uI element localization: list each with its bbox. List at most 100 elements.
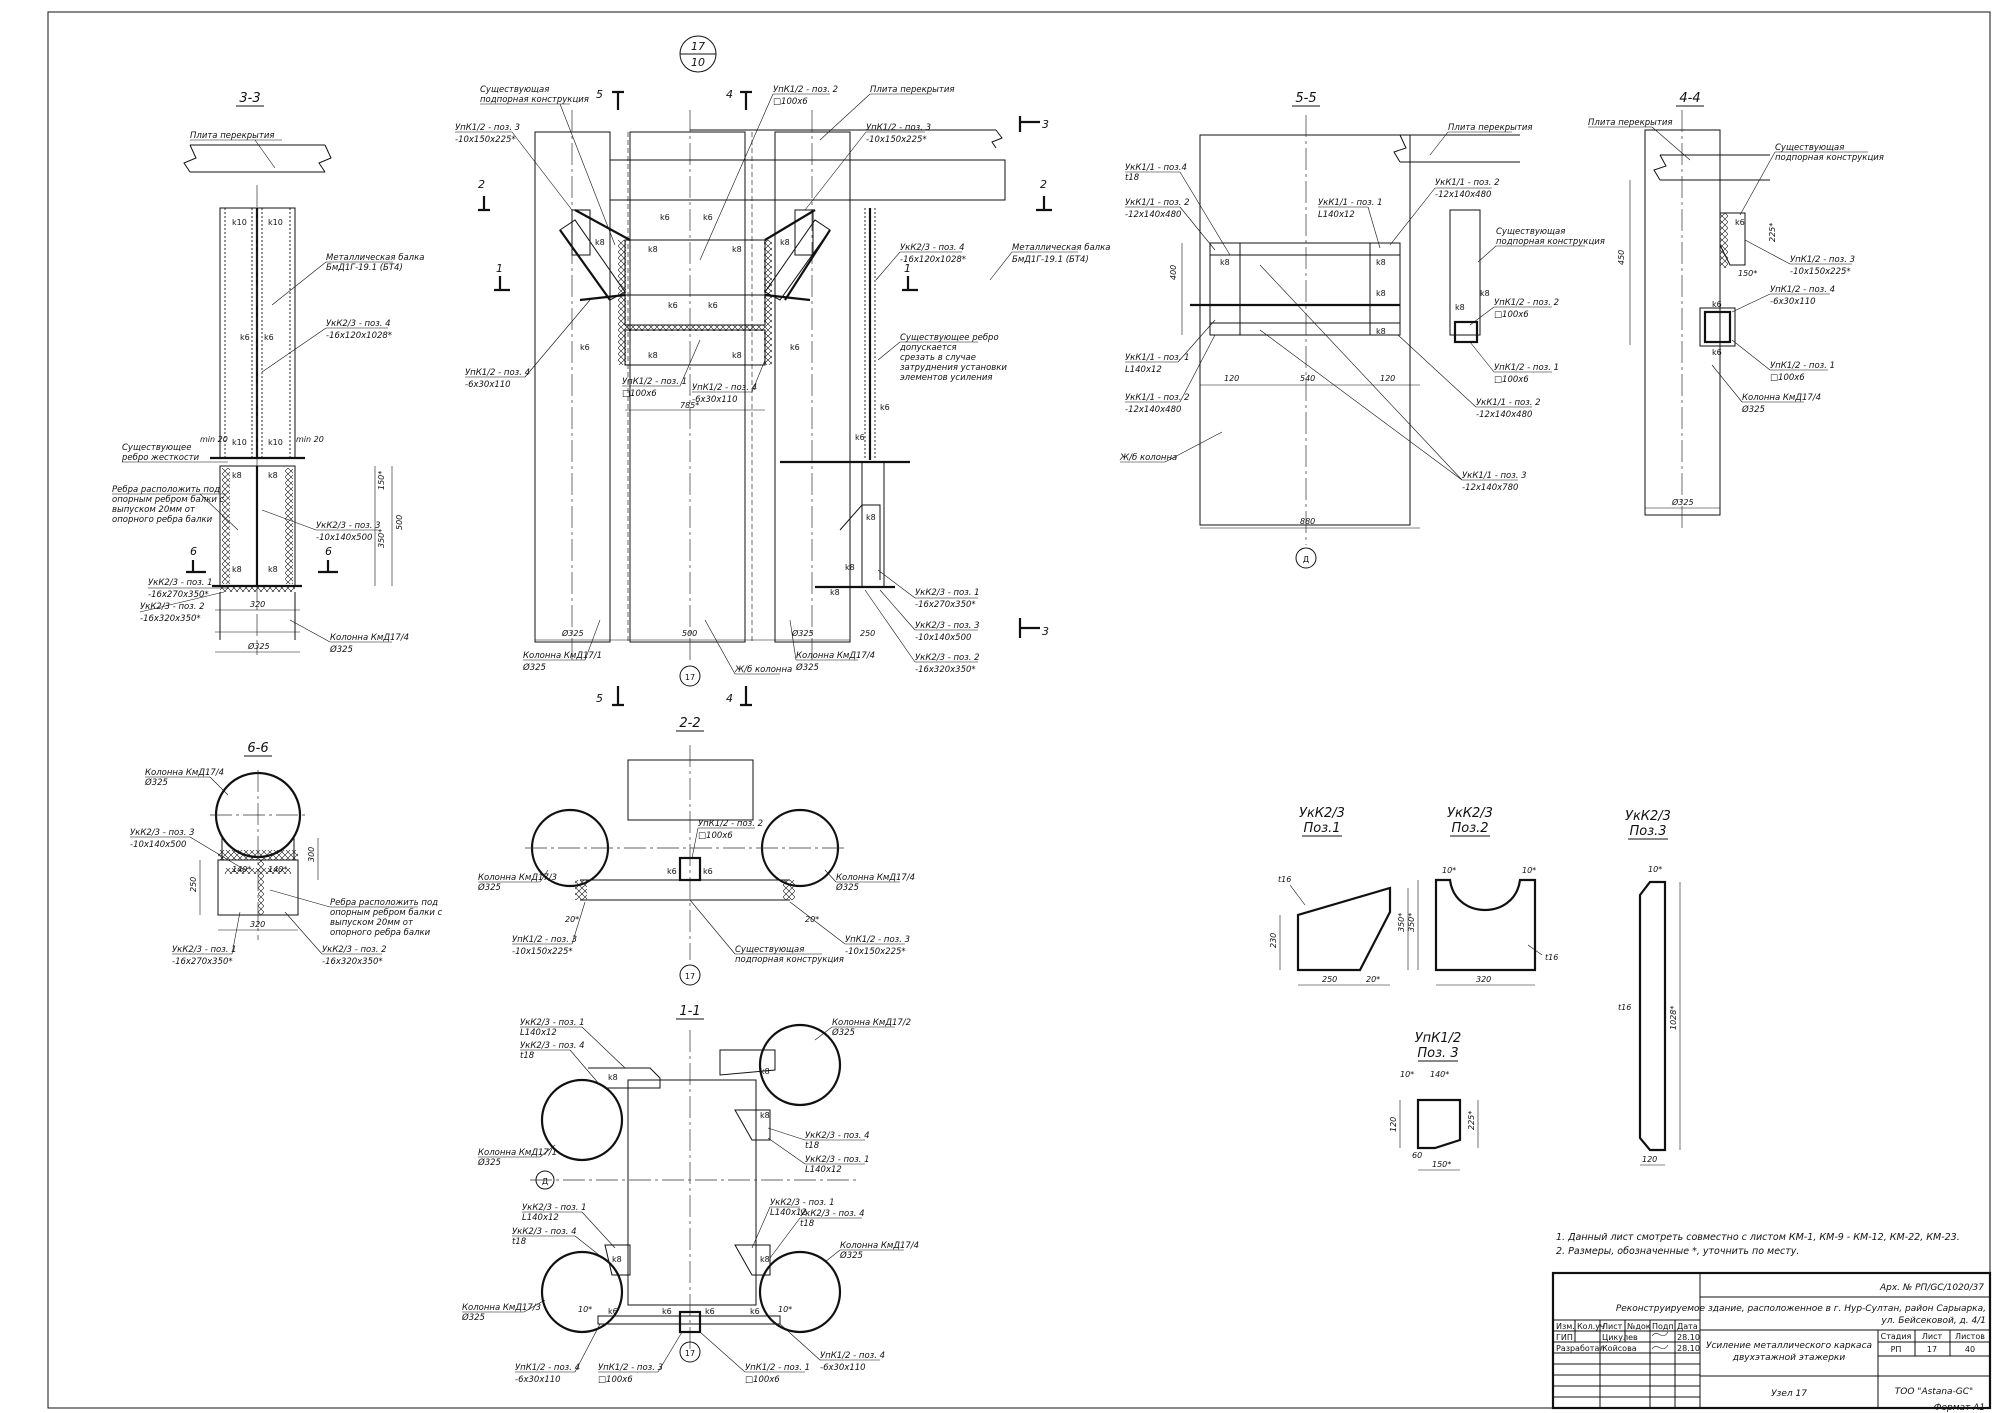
svg-text:k8: k8 — [732, 351, 742, 360]
svg-text:УкК2/3 - поз. 1: УкК2/3 - поз. 1 — [172, 945, 237, 955]
svg-text:УпК1/2 - поз. 4: УпК1/2 - поз. 4 — [820, 1351, 885, 1361]
svg-text:k8: k8 — [845, 563, 855, 572]
svg-text:Д: Д — [1303, 555, 1309, 564]
axis-17-bubble — [679, 665, 701, 687]
svg-text:k10: k10 — [232, 218, 247, 227]
svg-text:k10: k10 — [268, 218, 283, 227]
section-4-4: 4-4 Плита перекрытия k6 k6 k6 Существующ… — [1588, 91, 1884, 530]
svg-text:60: 60 — [1412, 1151, 1422, 1160]
svg-text:Колонна КмД17/4: Колонна КмД17/4 — [796, 651, 875, 661]
svg-text:t18: t18 — [1125, 173, 1140, 183]
svg-text:2: 2 — [1040, 178, 1047, 191]
svg-text:УкК1/1 - поз. 2: УкК1/1 - поз. 2 — [1125, 198, 1190, 208]
svg-text:k8: k8 — [268, 565, 278, 574]
svg-text:k6: k6 — [880, 403, 890, 412]
svg-text:5: 5 — [596, 88, 603, 101]
main-elevation: k8 k8 k8 k8 k6 k6 k8 k8 k6 k6 k6 k6 k8 k… — [455, 85, 1110, 707]
node-mark: 17 10 — [679, 35, 717, 73]
svg-text:Ø325: Ø325 — [839, 1250, 863, 1261]
svg-text:2: 2 — [478, 178, 485, 191]
svg-text:2. Размеры, обозначенные *: 2. Размеры, обозначенные *, уточнить по … — [1556, 1246, 1799, 1257]
svg-text:k6: k6 — [708, 301, 718, 310]
svg-text:Стадия: Стадия — [1881, 1332, 1912, 1341]
svg-text:500: 500 — [682, 629, 697, 638]
svg-text:Ø325: Ø325 — [835, 882, 859, 893]
svg-text:17: 17 — [685, 673, 695, 682]
svg-text:k8: k8 — [608, 1073, 618, 1082]
svg-text:120: 120 — [1224, 374, 1239, 383]
svg-text:УпК1/2 - поз. 4: УпК1/2 - поз. 4 — [465, 368, 530, 378]
svg-text:k6: k6 — [703, 213, 713, 222]
svg-text:УкК2/3 - поз. 1: УкК2/3 - поз. 1 — [520, 1018, 585, 1028]
company-name: ТОО "Astana-GC" — [1895, 1387, 1973, 1397]
svg-text:УкК1/1 - поз. 2: УкК1/1 - поз. 2 — [1476, 398, 1541, 408]
svg-text:17: 17 — [685, 972, 695, 981]
svg-text:Существующая: Существующая — [480, 85, 549, 95]
svg-text:УпК1/2 - поз. 3: УпК1/2 - поз. 3 — [598, 1363, 663, 1373]
svg-text:□100х6: □100х6 — [1770, 373, 1805, 383]
svg-text:6: 6 — [190, 545, 197, 558]
svg-text:опорным ребром балки с: опорным ребром балки с — [112, 495, 225, 505]
svg-text:320: 320 — [250, 920, 265, 929]
svg-text:УкК2/3: УкК2/3 — [1299, 806, 1345, 821]
svg-text:-10х140х500: -10х140х500 — [316, 533, 372, 543]
svg-text:Плита перекрытия: Плита перекрытия — [1588, 118, 1672, 128]
svg-text:УкК2/3 - поз. 1: УкК2/3 - поз. 1 — [805, 1155, 870, 1165]
svg-text:УпК1/2 - поз. 1: УпК1/2 - поз. 1 — [622, 377, 687, 387]
archive-code: Арх. № РП/GC/1020/37 — [1879, 1283, 1984, 1293]
project-line2: ул. Бейсековой, д. 4/1 — [1880, 1316, 1986, 1326]
svg-text:элементов усиления: элементов усиления — [900, 373, 992, 383]
svg-text:320: 320 — [1476, 975, 1491, 984]
svg-text:БмД1Г-19.1 (БТ4): БмД1Г-19.1 (БТ4) — [1012, 255, 1089, 265]
svg-text:1028*: 1028* — [1669, 1006, 1678, 1030]
svg-text:БмД1Г-19.1 (БТ4): БмД1Г-19.1 (БТ4) — [326, 263, 403, 273]
svg-text:УпК1/2 - поз. 3: УпК1/2 - поз. 3 — [455, 123, 520, 133]
svg-text:УкК2/3 - поз. 2: УкК2/3 - поз. 2 — [322, 945, 387, 955]
svg-text:400: 400 — [1169, 265, 1178, 280]
svg-text:-10х150х225*: -10х150х225* — [455, 135, 516, 145]
svg-text:Подп.: Подп. — [1652, 1322, 1676, 1331]
svg-text:□100х6: □100х6 — [698, 831, 733, 841]
svg-text:Существующая: Существующая — [735, 945, 804, 955]
svg-text:k6: k6 — [1712, 348, 1722, 357]
description-line1: Усиление металлического каркаса — [1706, 1341, 1872, 1351]
svg-text:k8: k8 — [1480, 289, 1490, 298]
svg-text:1: 1 — [496, 262, 503, 275]
svg-text:10: 10 — [691, 56, 705, 69]
svg-text:□100х6: □100х6 — [1494, 375, 1529, 385]
svg-text:450: 450 — [1617, 250, 1626, 265]
svg-text:5: 5 — [596, 692, 603, 705]
svg-text:785*: 785* — [680, 401, 699, 410]
svg-text:140*: 140* — [268, 865, 287, 874]
svg-text:k6: k6 — [855, 433, 865, 442]
svg-text:Лист: Лист — [1922, 1332, 1943, 1341]
svg-text:k6: k6 — [790, 343, 800, 352]
svg-text:k8: k8 — [1455, 303, 1465, 312]
svg-text:УпК1/2 - поз. 2: УпК1/2 - поз. 2 — [698, 819, 763, 829]
svg-text:min 20: min 20 — [200, 435, 228, 444]
svg-text:выпуском 20мм от: выпуском 20мм от — [112, 505, 196, 515]
svg-text:Существующая: Существующая — [1775, 143, 1844, 153]
svg-text:k8: k8 — [760, 1111, 770, 1120]
svg-text:Колонна КмД17/4: Колонна КмД17/4 — [145, 768, 224, 778]
svg-text:Ø325: Ø325 — [791, 628, 814, 638]
svg-text:Ж/б колонна: Ж/б колонна — [1119, 453, 1177, 463]
svg-text:k6: k6 — [240, 333, 250, 342]
svg-text:k6: k6 — [608, 1307, 618, 1316]
svg-text:УпК1/2 - поз. 4: УпК1/2 - поз. 4 — [692, 383, 757, 393]
svg-text:k8: k8 — [232, 471, 242, 480]
svg-text:500: 500 — [395, 515, 404, 530]
svg-text:УкК2/3 - поз. 1: УкК2/3 - поз. 1 — [770, 1198, 835, 1208]
svg-text:t16: t16 — [1278, 875, 1291, 884]
svg-text:Дата: Дата — [1677, 1322, 1698, 1331]
svg-text:□100х6: □100х6 — [598, 1375, 633, 1385]
svg-text:-10х150х225*: -10х150х225* — [845, 947, 906, 957]
svg-text:k8: k8 — [1376, 327, 1386, 336]
svg-text:Ø325: Ø325 — [477, 882, 501, 893]
svg-text:Колонна КмД17/1: Колонна КмД17/1 — [478, 1148, 557, 1158]
svg-text:УкК2/3 - поз. 1: УкК2/3 - поз. 1 — [915, 588, 980, 598]
svg-text:УкК1/1 - поз. 1: УкК1/1 - поз. 1 — [1125, 353, 1190, 363]
svg-text:230: 230 — [1269, 933, 1278, 948]
svg-text:УкК2/3: УкК2/3 — [1625, 809, 1671, 824]
svg-text:подпорная конструкция: подпорная конструкция — [480, 95, 589, 105]
